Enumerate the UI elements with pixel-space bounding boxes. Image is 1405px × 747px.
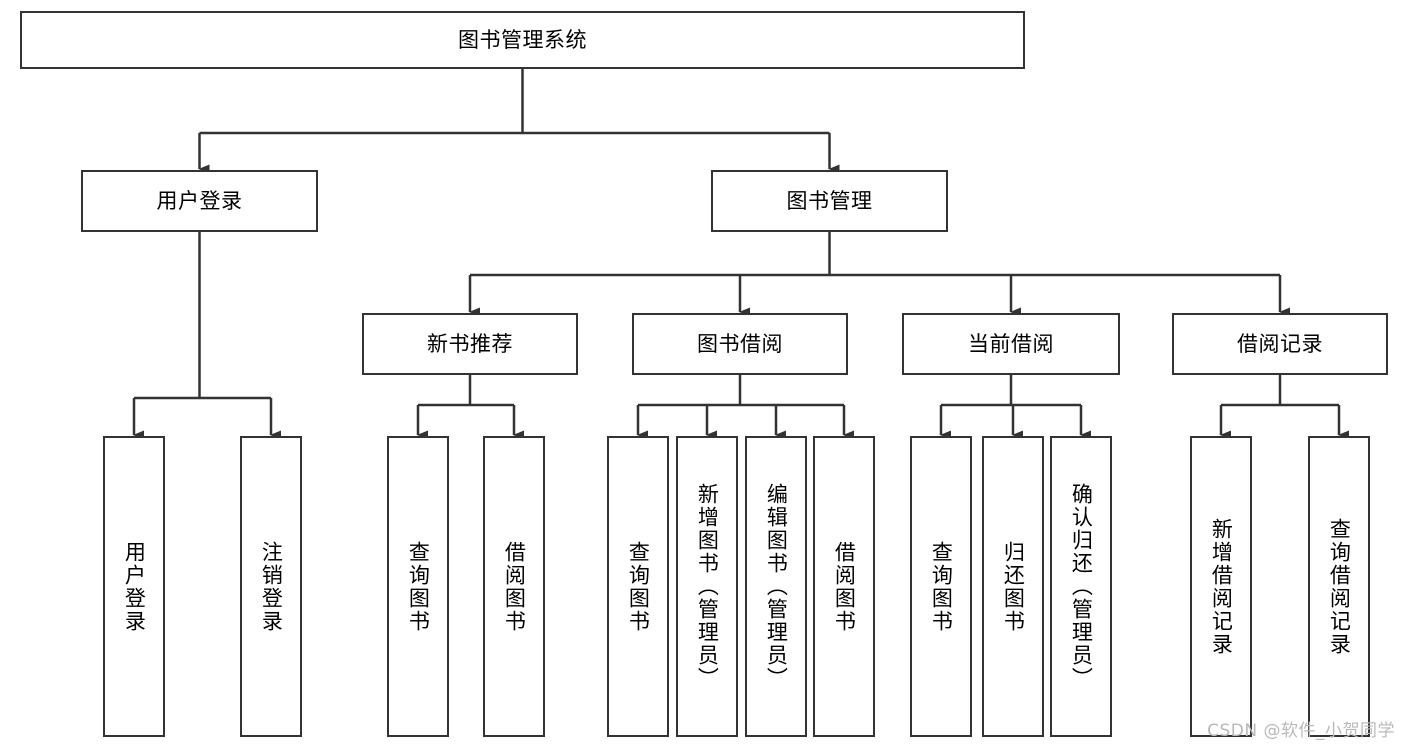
leaf-borrow-edit-book[interactable]: 编辑图书（管理员） <box>745 436 807 737</box>
node-book-borrow[interactable]: 图书借阅 <box>632 313 848 375</box>
watermark: CSDN @软件_小贺同学 <box>1207 721 1395 741</box>
leaf-new-query-book[interactable]: 查询图书 <box>387 436 449 737</box>
leaf-user-login[interactable]: 用户登录 <box>103 436 165 737</box>
leaf-current-return-book[interactable]: 归还图书 <box>982 436 1044 737</box>
leaf-record-query[interactable]: 查询借阅记录 <box>1308 436 1370 737</box>
leaf-record-query-label: 查询借阅记录 <box>1327 517 1352 656</box>
leaf-borrow-borrow-book-label: 借阅图书 <box>832 540 857 633</box>
node-root-label: 图书管理系统 <box>458 27 587 52</box>
leaf-current-query-book[interactable]: 查询图书 <box>910 436 972 737</box>
leaf-current-return-book-label: 归还图书 <box>1001 540 1026 633</box>
leaf-new-borrow-book-label: 借阅图书 <box>502 540 527 633</box>
leaf-record-add[interactable]: 新增借阅记录 <box>1190 436 1252 737</box>
node-current-borrow-label: 当前借阅 <box>968 331 1054 356</box>
leaf-borrow-query-book-label: 查询图书 <box>626 540 651 633</box>
node-current-borrow[interactable]: 当前借阅 <box>902 313 1120 375</box>
node-book-management[interactable]: 图书管理 <box>711 170 948 232</box>
leaf-borrow-add-book[interactable]: 新增图书（管理员） <box>676 436 738 737</box>
node-root[interactable]: 图书管理系统 <box>20 11 1025 69</box>
leaf-current-query-book-label: 查询图书 <box>929 540 954 633</box>
leaf-record-add-label: 新增借阅记录 <box>1209 517 1234 656</box>
leaf-current-confirm-return[interactable]: 确认归还（管理员） <box>1050 436 1112 737</box>
node-user-login[interactable]: 用户登录 <box>81 170 318 232</box>
node-borrow-record[interactable]: 借阅记录 <box>1172 313 1388 375</box>
tree-connectors <box>132 69 1349 440</box>
node-borrow-record-label: 借阅记录 <box>1237 331 1323 356</box>
leaf-borrow-add-book-label: 新增图书（管理员） <box>695 483 720 690</box>
leaf-borrow-edit-book-label: 编辑图书（管理员） <box>764 483 789 690</box>
node-new-book-recommend[interactable]: 新书推荐 <box>362 313 578 375</box>
leaf-borrow-query-book[interactable]: 查询图书 <box>607 436 669 737</box>
leaf-user-logout-label: 注销登录 <box>259 540 284 633</box>
node-book-borrow-label: 图书借阅 <box>697 331 783 356</box>
leaf-current-confirm-return-label: 确认归还（管理员） <box>1069 483 1094 690</box>
leaf-new-borrow-book[interactable]: 借阅图书 <box>483 436 545 737</box>
node-new-book-recommend-label: 新书推荐 <box>427 331 513 356</box>
leaf-user-logout[interactable]: 注销登录 <box>240 436 302 737</box>
node-user-login-label: 用户登录 <box>156 188 243 213</box>
leaf-new-query-book-label: 查询图书 <box>406 540 431 633</box>
leaf-user-login-label: 用户登录 <box>122 540 147 633</box>
leaf-borrow-borrow-book[interactable]: 借阅图书 <box>813 436 875 737</box>
node-book-management-label: 图书管理 <box>786 188 873 213</box>
